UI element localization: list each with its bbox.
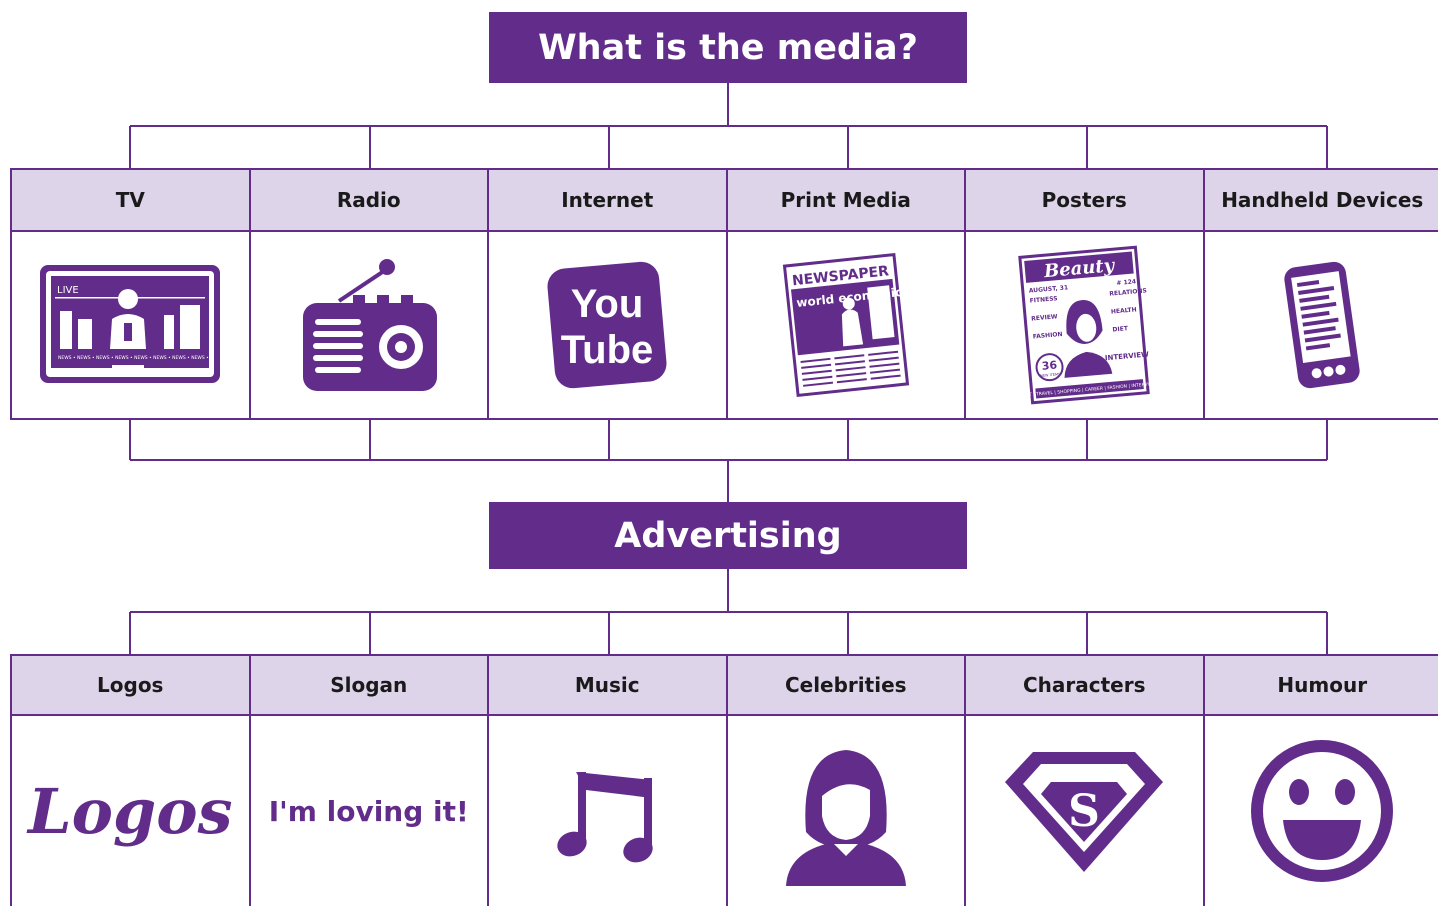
svg-text:03: 03 — [842, 336, 853, 346]
media-row: TV LIVE NEWS • NEWS • NEWS • NEWS • NEWS… — [10, 168, 1438, 420]
advert-label-slogan: Slogan — [251, 656, 488, 716]
superhero-shield-icon: S — [999, 746, 1169, 876]
media-label-posters: Posters — [966, 170, 1203, 232]
svg-text:You: You — [571, 282, 644, 326]
smartphone-icon — [1277, 260, 1367, 390]
newspaper-icon: NEWSPAPER world economic 03 — [781, 250, 911, 400]
advert-cell-logos: Logos Logos — [10, 656, 249, 906]
svg-text:36: 36 — [1041, 358, 1058, 372]
svg-text:DIET: DIET — [1112, 325, 1129, 333]
media-label-print: Print Media — [728, 170, 965, 232]
advert-label-characters: Characters — [966, 656, 1203, 716]
media-cell-radio: Radio — [249, 170, 488, 418]
main-title: What is the media? — [489, 12, 967, 83]
media-cell-posters: Posters Beauty AUGUST, 31 # 124 FITNESS … — [964, 170, 1203, 418]
svg-text:LIVE: LIVE — [57, 285, 79, 296]
music-note-icon — [552, 756, 662, 866]
media-cell-print: Print Media NEWSPAPER world economic 03 — [726, 170, 965, 418]
advert-label-humour: Humour — [1205, 656, 1438, 716]
media-label-tv: TV — [12, 170, 249, 232]
advert-cell-characters: Characters S — [964, 656, 1203, 906]
slogan-text: I'm loving it! — [269, 795, 469, 828]
svg-text:S: S — [1068, 786, 1100, 837]
smiley-face-icon — [1247, 736, 1397, 886]
advertising-title: Advertising — [489, 502, 967, 569]
media-label-radio: Radio — [251, 170, 488, 232]
logos-wordmark: Logos — [28, 775, 233, 848]
advert-label-logos: Logos — [12, 656, 249, 716]
media-label-handheld: Handheld Devices — [1205, 170, 1438, 232]
magazine-icon: Beauty AUGUST, 31 # 124 FITNESS REVIEW F… — [1014, 244, 1154, 406]
radio-icon — [299, 255, 439, 395]
advert-cell-slogan: Slogan I'm loving it! — [249, 656, 488, 906]
svg-text:NEWS • NEWS • NEWS • NEWS • NE: NEWS • NEWS • NEWS • NEWS • NEWS • NEWS … — [58, 355, 209, 361]
media-cell-handheld: Handheld Devices — [1203, 170, 1438, 418]
media-cell-tv: TV LIVE NEWS • NEWS • NEWS • NEWS • NEWS… — [10, 170, 249, 418]
media-cell-internet: Internet You Tube — [487, 170, 726, 418]
person-icon — [776, 736, 916, 886]
advertising-row: Logos Logos Slogan I'm loving it! Music … — [10, 654, 1438, 906]
advert-label-celebrities: Celebrities — [728, 656, 965, 716]
advert-cell-music: Music — [487, 656, 726, 906]
youtube-icon: You Tube — [545, 261, 669, 389]
advert-cell-humour: Humour — [1203, 656, 1438, 906]
advert-cell-celebrities: Celebrities — [726, 656, 965, 906]
tv-icon: LIVE NEWS • NEWS • NEWS • NEWS • NEWS • … — [38, 263, 222, 387]
media-label-internet: Internet — [489, 170, 726, 232]
advert-label-music: Music — [489, 656, 726, 716]
svg-text:Tube: Tube — [561, 328, 654, 372]
